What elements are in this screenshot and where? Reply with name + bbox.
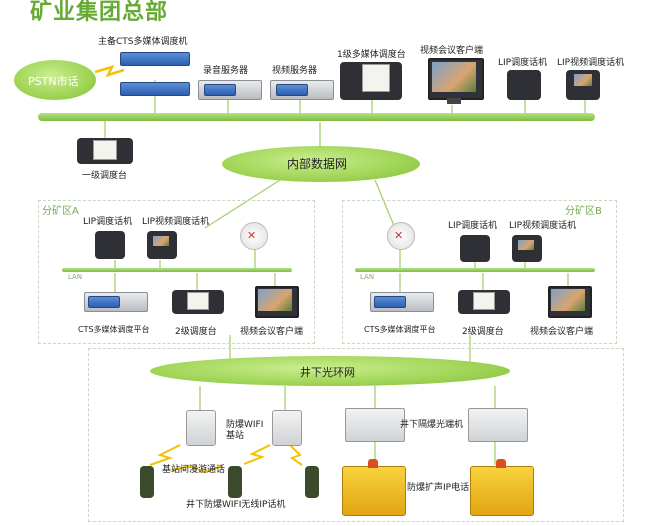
zone-a-console2-screen	[187, 292, 209, 310]
roaming-label: 基站间漫游通话	[162, 465, 226, 475]
zone-a-video-phone-screen	[153, 236, 169, 246]
optical-terminal-label: 井下隔爆光端机	[400, 420, 464, 430]
zone-a-label: 分矿区A	[42, 206, 79, 217]
headquarters-bus	[38, 113, 595, 121]
lip-video-phone-screen	[574, 74, 592, 86]
underground-ring-label: 井下光环网	[300, 366, 355, 379]
zone-a-lip-phone-label: LIP调度话机	[83, 217, 133, 227]
wifi-phone-icon-3	[305, 466, 319, 498]
zone-a-lip-video-phone-label: LIP视频调度话机	[142, 217, 210, 227]
zone-a-router-icon	[240, 222, 268, 250]
optical-terminal-icon-2	[468, 408, 528, 442]
console-small-label: 一级调度台	[82, 171, 128, 181]
zone-b-cts-panel	[374, 296, 406, 308]
page-title: 矿业集团总部	[30, 0, 169, 25]
internal-network-label: 内部数据网	[287, 157, 348, 171]
underground-ring-cloud	[150, 356, 510, 386]
zone-b-label: 分矿区B	[565, 206, 602, 217]
ip-phone-label: 防爆扩声IP电话	[407, 483, 470, 493]
zone-a-video-client-label: 视频会议客户端	[240, 327, 304, 337]
wifi-base-icon-2	[272, 410, 302, 446]
cts-server-primary	[120, 52, 190, 66]
zone-a-cts-panel	[88, 296, 120, 308]
internal-network-cloud	[222, 146, 420, 182]
optical-terminal-icon-1	[345, 408, 405, 442]
pstn-label: PSTN市话	[28, 75, 79, 88]
recording-server-panel	[204, 84, 236, 96]
zone-b-video-screen	[551, 289, 585, 311]
video-server-label: 视频服务器	[272, 66, 318, 76]
lip-phone-label: LIP调度话机	[498, 58, 548, 68]
zone-a-video-screen	[258, 289, 292, 311]
zone-b-cts-label: CTS多媒体调度平台	[364, 325, 436, 334]
zone-b-router-arrows: ✕	[394, 229, 404, 242]
underground-box	[88, 348, 624, 522]
console-level1-screen	[362, 64, 390, 92]
zone-b-console2-label: 2级调度台	[462, 327, 504, 337]
console-small-screen	[93, 140, 117, 160]
wifi-phone-icon-2	[228, 466, 242, 498]
zone-a-router-arrows: ✕	[247, 229, 257, 242]
ip-phone-light-2	[496, 459, 506, 468]
video-server-panel	[276, 84, 308, 96]
zone-b-lan-label: LAN	[360, 273, 375, 281]
pstn-cloud	[14, 60, 96, 100]
zone-b-lip-phone-icon	[460, 235, 490, 262]
ip-phone-yellow-icon-1	[342, 466, 406, 516]
zone-a-lan-bar	[62, 268, 292, 272]
video-client-label: 视频会议客户端	[420, 46, 484, 56]
zone-b-lip-phone-label: LIP调度话机	[448, 221, 498, 231]
zone-a-console2-label: 2级调度台	[175, 327, 217, 337]
lip-phone-icon	[507, 70, 541, 100]
cts-server-backup	[120, 82, 190, 96]
zone-a-lan-label: LAN	[68, 273, 83, 281]
zone-b-video-client-label: 视频会议客户端	[530, 327, 594, 337]
wifi-phone-icon-1	[140, 466, 154, 498]
wifi-base-label: 防爆WIFI 基站	[226, 420, 264, 441]
zone-b-console2-screen	[473, 292, 495, 310]
recording-server-label: 录音服务器	[203, 66, 249, 76]
zone-b-lip-video-phone-label: LIP视频调度话机	[509, 221, 577, 231]
wifi-phone-label: 井下防爆WIFI无线IP话机	[186, 500, 286, 510]
monitor-stand	[447, 98, 461, 104]
lip-video-phone-label: LIP视频调度话机	[557, 58, 625, 68]
wifi-base-icon-1	[186, 410, 216, 446]
video-client-screen	[432, 62, 476, 92]
zone-b-lan-bar	[355, 268, 595, 272]
console-level1-label: 1级多媒体调度台	[337, 50, 406, 60]
cts-main-label: 主备CTS多媒体调度机	[98, 37, 188, 47]
zone-a-cts-label: CTS多媒体调度平台	[78, 325, 150, 334]
ip-phone-light-1	[368, 459, 378, 468]
zone-a-box	[38, 200, 315, 344]
zone-b-router-icon	[387, 222, 415, 250]
zone-b-box	[342, 200, 617, 344]
zone-b-video-phone-screen	[518, 240, 534, 250]
zone-a-lip-phone-icon	[95, 231, 125, 259]
ip-phone-yellow-icon-2	[470, 466, 534, 516]
